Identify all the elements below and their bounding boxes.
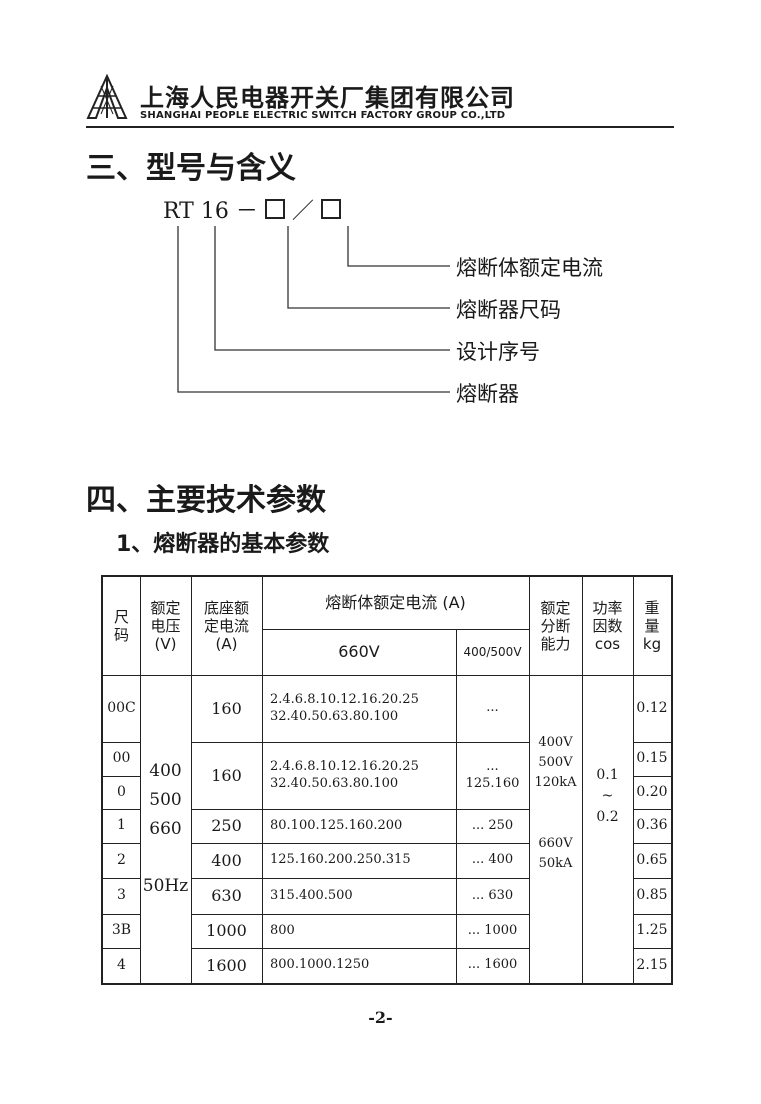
- size-cell: 00C: [107, 699, 136, 716]
- page-number: -2-: [368, 1008, 393, 1027]
- base-current-cell: 1600: [206, 955, 247, 975]
- base-current-cell: 1000: [206, 921, 247, 940]
- current-660-cell: 315.400.500: [270, 887, 353, 903]
- size-cell: 1: [117, 817, 126, 834]
- current-400-cell: ... 1000: [467, 922, 518, 938]
- model-diagram-lines: [177, 226, 450, 393]
- header-divider: [86, 126, 674, 128]
- current-400-cell: ... 125.160: [465, 759, 520, 791]
- header-weight: 重 量 kg: [642, 599, 662, 653]
- size-cell: 3B: [111, 922, 132, 939]
- size-cell: 3: [117, 887, 126, 904]
- weight-cell: 1.25: [636, 922, 668, 939]
- model-code: RT 16 － ／: [163, 193, 341, 225]
- weight-cell: 0.12: [636, 699, 668, 716]
- section3-title: 三、型号与含义: [86, 151, 296, 186]
- label-design-no: 设计序号: [456, 340, 540, 364]
- size-cell: 00: [112, 750, 131, 767]
- header-breaking: 额定 分断 能力: [540, 599, 571, 653]
- company-name-cn: 上海人民电器开关厂集团有限公司: [140, 84, 515, 112]
- weight-cell: 0.65: [636, 851, 668, 868]
- weight-cell: 0.20: [636, 783, 668, 800]
- voltage-values: 400 500 660 50Hz: [142, 760, 189, 897]
- header-fuse-current: 熔断体额定电流 (A): [325, 593, 466, 613]
- header-660v: 660V: [338, 642, 380, 662]
- header-voltage: 额定 电压 (V): [150, 599, 181, 653]
- size-cell: 2: [117, 851, 126, 868]
- header-400-500v: 400/500V: [463, 644, 522, 659]
- base-current-cell: 250: [211, 816, 242, 835]
- current-660-cell: 800: [270, 922, 295, 938]
- label-fuse: 熔断器: [456, 382, 519, 406]
- parameters-table: 尺 码 额定 电压 (V) 底座额 定电流 (A) 熔断体额定电流 (A) 66…: [101, 575, 673, 985]
- power-factor: 0.1 ~ 0.2: [596, 767, 619, 825]
- base-current-cell: 400: [211, 850, 242, 870]
- current-400-cell: ... 630: [471, 887, 514, 903]
- current-400-cell: ...: [486, 700, 499, 716]
- company-logo: [86, 74, 128, 119]
- section4-title: 四、主要技术参数: [86, 483, 326, 518]
- weight-cell: 0.15: [636, 750, 668, 767]
- model-dash: －: [235, 199, 258, 224]
- label-fuse-current: 熔断体额定电流: [456, 256, 603, 280]
- current-400-cell: ... 400: [471, 852, 514, 868]
- label-fuse-size: 熔断器尺码: [456, 298, 561, 322]
- size-cell: 4: [117, 956, 126, 973]
- company-name-en: SHANGHAI PEOPLE ELECTRIC SWITCH FACTORY …: [140, 110, 506, 121]
- weight-cell: 0.36: [636, 817, 668, 834]
- breaking-capacity: 400V 500V 120kA 660V 50kA: [534, 735, 577, 871]
- model-prefix: RT: [163, 199, 194, 224]
- current-400-cell: ... 1600: [467, 957, 518, 973]
- size-cell: 0: [117, 783, 126, 800]
- header-size: 尺 码: [113, 608, 129, 644]
- size-box: [264, 199, 285, 219]
- base-current-cell: 630: [211, 886, 242, 905]
- weight-cell: 0.85: [636, 887, 668, 904]
- model-number: 16: [200, 199, 229, 224]
- header-base-current: 底座额 定电流 (A): [203, 599, 249, 653]
- current-660-cell: 80.100.125.160.200: [270, 817, 403, 833]
- section4-subtitle: 1、熔断器的基本参数: [116, 532, 330, 557]
- current-660-cell: 125.160.200.250.315: [270, 852, 411, 868]
- current-660-cell: 2.4.6.8.10.12.16.20.25 32.40.50.63.80.10…: [270, 692, 419, 724]
- header-power-factor: 功率 因数 cos: [592, 599, 623, 653]
- base-current-cell: 160: [211, 698, 242, 718]
- current-660-cell: 800.1000.1250: [270, 957, 370, 973]
- weight-cell: 2.15: [636, 956, 668, 973]
- current-box: [320, 199, 341, 219]
- model-slash: ／: [291, 199, 314, 224]
- current-400-cell: ... 250: [471, 817, 514, 833]
- current-660-cell: 2.4.6.8.10.12.16.20.25 32.40.50.63.80.10…: [270, 759, 419, 791]
- base-current-cell: 160: [211, 765, 242, 785]
